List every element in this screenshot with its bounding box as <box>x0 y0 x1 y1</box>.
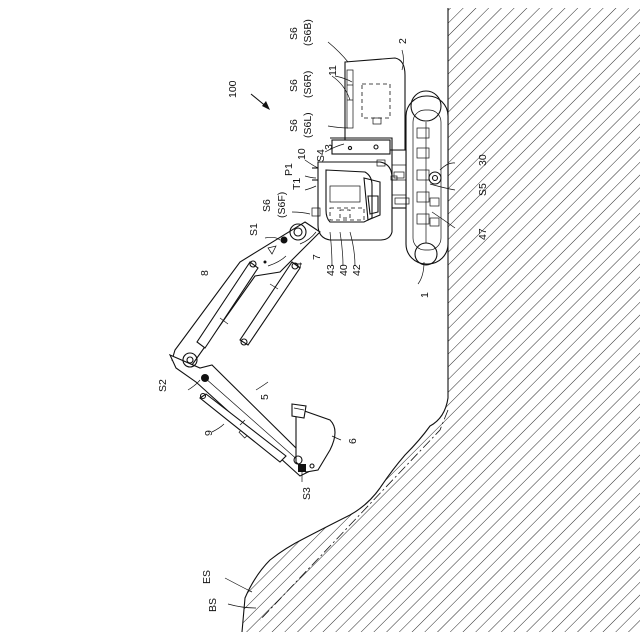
label-bs: BS <box>207 598 219 612</box>
label-30: 30 <box>477 154 489 166</box>
label-100: 100 <box>227 80 239 98</box>
label-10: 10 <box>296 148 308 160</box>
label-47: 47 <box>477 228 489 240</box>
label-7: 7 <box>311 254 323 260</box>
crawler-lower-body <box>406 91 448 265</box>
label-s6-f: S6 <box>261 199 273 212</box>
swing-mechanism <box>392 150 406 208</box>
label-p1: P1 <box>283 163 295 176</box>
label-3: 3 <box>323 144 335 150</box>
label-s2: S2 <box>157 379 169 392</box>
label-5: 5 <box>259 394 271 400</box>
label-9: 9 <box>203 430 215 436</box>
label-2: 2 <box>397 38 409 44</box>
label-11: 11 <box>327 65 339 76</box>
label-es: ES <box>201 570 213 584</box>
label-s6-b: S6 <box>288 27 300 40</box>
label-4: 4 <box>293 262 305 268</box>
label-s6-l: S6 <box>288 119 300 132</box>
label-6: 6 <box>347 438 359 444</box>
bucket <box>292 404 335 472</box>
label-s6f: (S6F) <box>276 192 288 218</box>
label-s6l: (S6L) <box>302 112 314 138</box>
label-s4: S4 <box>315 149 327 162</box>
label-s3: S3 <box>301 487 313 500</box>
label-43: 43 <box>325 264 337 276</box>
label-8: 8 <box>199 270 211 276</box>
label-s5: S5 <box>477 183 489 196</box>
upper-swing-body <box>330 58 405 154</box>
label-40: 40 <box>338 264 350 276</box>
label-s6-r: S6 <box>288 79 300 92</box>
label-1: 1 <box>419 292 431 298</box>
label-s6r: (S6R) <box>302 71 314 98</box>
label-t1: T1 <box>291 178 303 190</box>
arm <box>170 353 312 476</box>
label-s1: S1 <box>248 223 260 236</box>
label-42: 42 <box>351 264 363 276</box>
label-s6b: (S6B) <box>302 19 314 46</box>
